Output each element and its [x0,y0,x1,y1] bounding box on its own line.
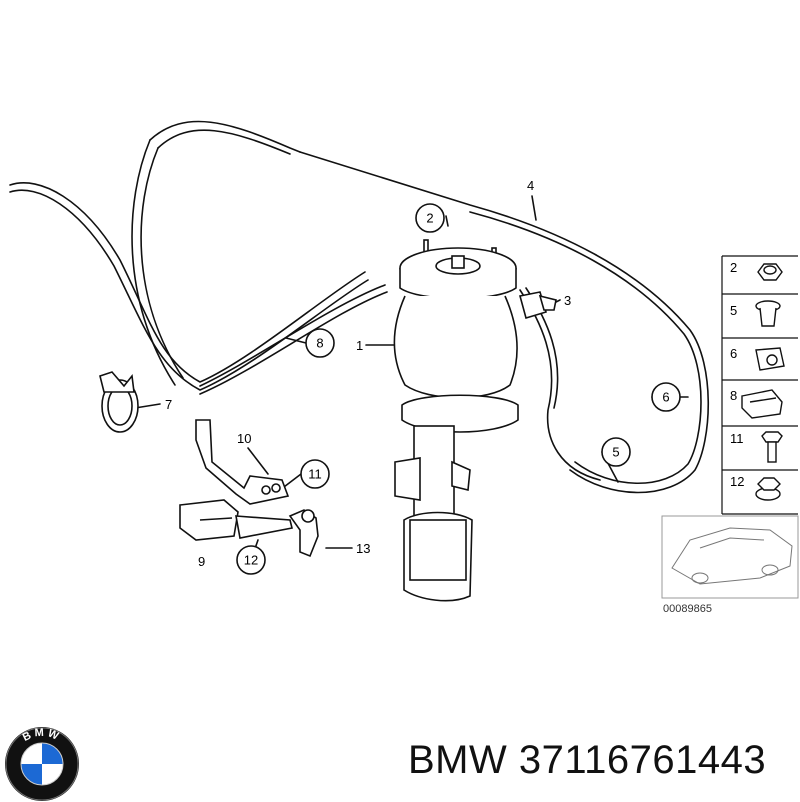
legend-num-12: 12 [730,474,744,489]
legend-num-8: 8 [730,388,737,403]
reference-number: 00089865 [663,603,712,615]
callout-5: 5 [612,445,619,460]
bmw-logo: BMW [5,727,79,801]
callout-4: 4 [527,178,534,193]
callout-12: 12 [244,553,258,568]
callout-7: 7 [165,397,172,412]
callout-9: 9 [198,554,205,569]
callout-6: 6 [662,390,669,405]
callout-circles [236,203,681,575]
hex-bolt-icon [761,431,783,463]
part-number: 37116761443 [518,738,767,782]
callout-3: 3 [564,293,571,308]
legend-num-6: 6 [730,346,737,361]
hose-clamp-part [99,371,139,433]
svg-text:BMW: BMW [21,727,63,744]
legend-num-5: 5 [730,303,737,318]
air-line-long [149,120,301,153]
car-thumbnail [661,515,799,599]
ride-height-sensor-part [179,499,319,558]
air-strut-assembly [393,239,557,602]
legend-num-2: 2 [730,260,737,275]
nut-icon [757,263,783,281]
callout-11: 11 [308,467,322,482]
callout-2: 2 [426,211,433,226]
collar-nut-icon [755,477,781,501]
callout-8: 8 [316,336,323,351]
callout-1: 1 [356,338,363,353]
legend-num-11: 11 [730,431,744,446]
air-line-left [131,139,176,386]
callout-13: 13 [356,541,370,556]
pipe-holder-icon [741,389,783,419]
parts-legend-panel [721,255,798,515]
brand-name: BMW [408,738,508,782]
part-caption: BMW 37116761443 [408,738,766,783]
hose-clip-icon [755,347,785,371]
expanding-rivet-icon [755,300,781,327]
sensor-bracket-part [195,419,290,505]
callout-10: 10 [237,431,251,446]
